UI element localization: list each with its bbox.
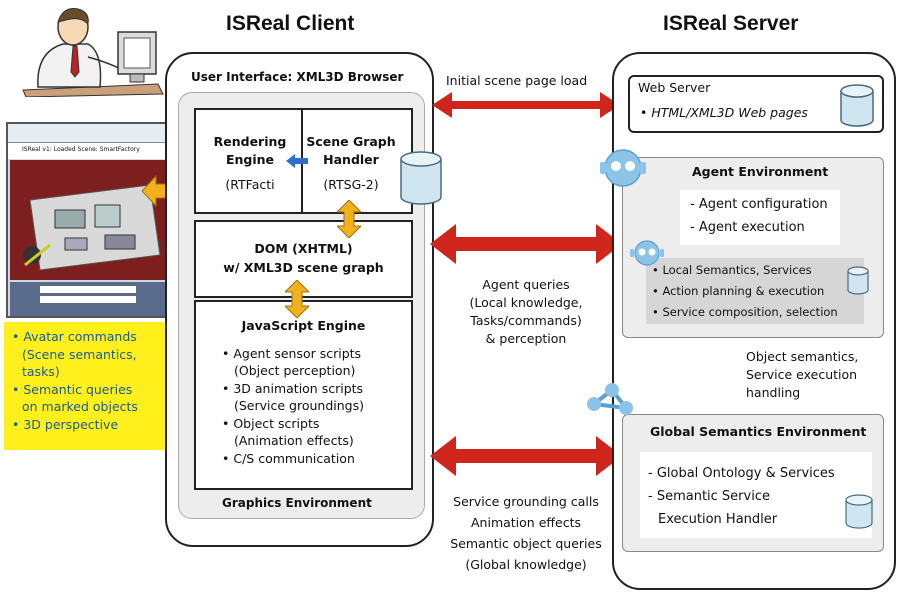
yellow-line-4: • Semantic queries	[12, 381, 133, 397]
user-at-computer-illustration	[22, 8, 164, 97]
web-server-title: Web Server	[638, 80, 711, 95]
global-env-title: Global Semantics Environment	[650, 424, 867, 439]
global-item-2: - Semantic Service	[648, 489, 770, 504]
local-database-icon	[847, 266, 869, 295]
javascript-engine-box	[194, 300, 413, 490]
web-server-item: • HTML/XML3D Web pages	[640, 105, 808, 120]
local-item-2: • Action planning & execution	[652, 284, 825, 298]
browser-form-area	[10, 282, 166, 316]
web-server-database-icon	[840, 84, 874, 127]
agent-robot-icon-large	[600, 149, 646, 187]
js-item-3: • 3D animation scripts	[222, 381, 364, 396]
js-item-4: (Service groundings)	[234, 398, 364, 413]
rendering-engine-label-1: Rendering	[213, 134, 287, 149]
service-calls-4: (Global knowledge)	[465, 557, 587, 572]
agent-queries-3: Tasks/commands)	[470, 313, 582, 328]
agent-env-white-box	[680, 190, 840, 245]
object-semantics-3: handling	[746, 385, 801, 400]
semantic-network-icon	[587, 383, 633, 415]
agent-env-item-1: - Agent configuration	[690, 197, 828, 212]
dom-label-1: DOM (XHTML)	[254, 241, 353, 256]
yellow-line-5: on marked objects	[22, 399, 138, 414]
agent-queries-2: (Local knowledge,	[469, 295, 583, 310]
service-calls-3: Semantic object queries	[450, 536, 602, 551]
rendering-engine-label-3: (RTFacti	[225, 177, 275, 192]
object-semantics-1: Object semantics,	[746, 349, 859, 364]
orange-vertical-arrow-2	[285, 280, 309, 318]
agent-robot-icon-small	[630, 240, 664, 266]
js-item-1: • Agent sensor scripts	[222, 346, 362, 361]
dom-box	[194, 220, 413, 298]
browser-page-title: ISReal v1: Loaded Scene: SmartFactory	[8, 143, 168, 159]
red-arrow-agent-queries	[430, 224, 622, 264]
orange-vertical-arrow-1	[337, 200, 361, 238]
js-engine-title: JavaScript Engine	[241, 318, 366, 333]
agent-env-item-2: - Agent execution	[690, 220, 805, 235]
global-database-icon	[845, 494, 873, 529]
yellow-line-2: (Scene semantics,	[22, 346, 137, 362]
yellow-line-6: • 3D perspective	[12, 416, 119, 432]
global-item-1: - Global Ontology & Services	[648, 466, 835, 481]
scene-view	[10, 160, 166, 280]
red-arrow-service-calls	[430, 436, 622, 476]
agent-queries-4: & perception	[485, 331, 567, 346]
initial-load-label: Initial scene page load	[446, 73, 588, 88]
factory-scene-render	[10, 160, 166, 280]
scene-graph-label-1: Scene Graph	[306, 134, 396, 149]
blue-left-arrow	[286, 154, 308, 168]
js-item-2: (Object perception)	[234, 363, 356, 378]
client-features-box: • Avatar commands (Scene semantics, task…	[4, 322, 170, 450]
scene-graph-label-3: (RTSG-2)	[323, 177, 379, 192]
scene-graph-label-2: Handler	[323, 152, 379, 167]
local-semantics-box	[646, 258, 864, 324]
client-database-icon	[400, 151, 442, 205]
yellow-line-1: • Avatar commands	[12, 329, 137, 344]
js-item-6: (Animation effects)	[234, 433, 354, 448]
agent-queries-1: Agent queries	[482, 277, 570, 292]
service-calls-2: Animation effects	[471, 515, 581, 530]
rendering-engine-label-2: Engine	[225, 152, 275, 167]
ui-title: User Interface: XML3D Browser	[191, 70, 404, 84]
local-item-1: • Local Semantics, Services	[652, 263, 812, 277]
agent-env-title: Agent Environment	[692, 164, 829, 179]
browser-toolbar	[8, 124, 168, 143]
graphics-env-label: Graphics Environment	[222, 496, 372, 510]
browser-screenshot: ISReal v1: Loaded Scene: SmartFactory	[6, 122, 170, 318]
js-item-7: • C/S communication	[222, 451, 355, 466]
service-calls-1: Service grounding calls	[453, 494, 599, 509]
global-white-box	[640, 452, 872, 538]
server-title: ISReal Server	[663, 12, 799, 35]
local-item-3: • Service composition, selection	[652, 305, 838, 319]
yellow-line-3: tasks)	[22, 364, 60, 379]
global-item-3: Execution Handler	[658, 512, 778, 527]
js-item-5: • Object scripts	[222, 416, 320, 431]
client-title: ISReal Client	[226, 12, 355, 35]
dom-label-2: w/ XML3D scene graph	[223, 260, 384, 275]
red-arrow-initial-load	[432, 92, 620, 118]
object-semantics-2: Service execution	[746, 367, 858, 382]
